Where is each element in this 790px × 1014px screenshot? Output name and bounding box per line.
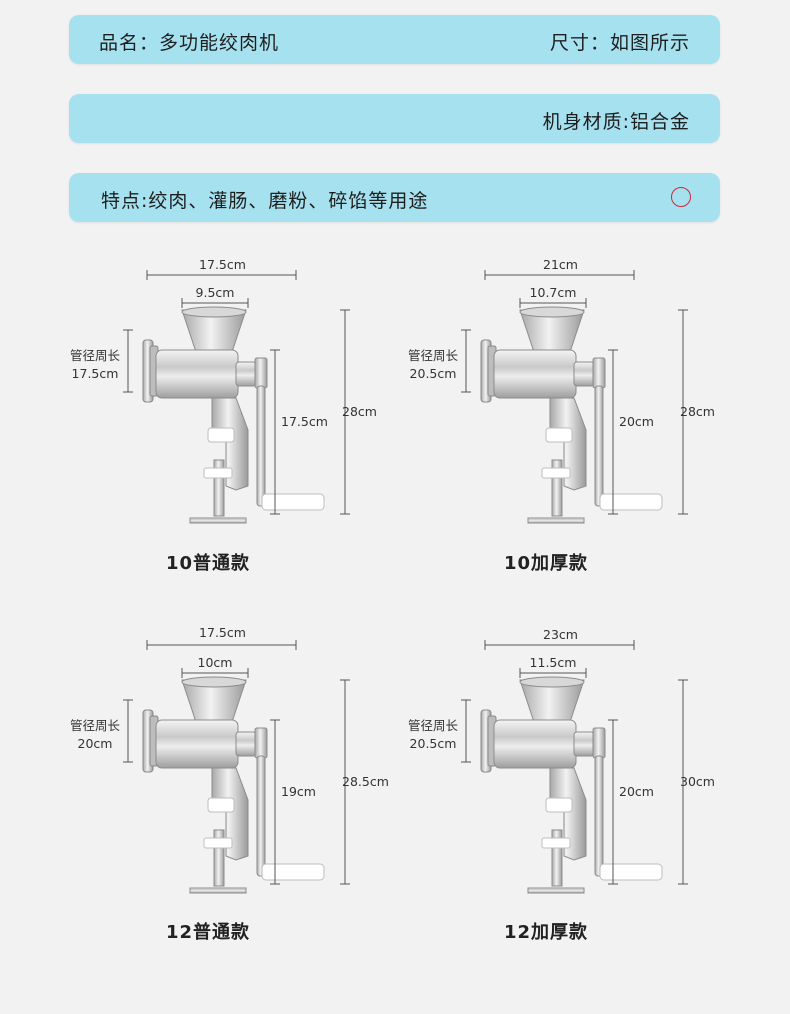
model-10-standard: 17.5cm 9.5cm 管径周长 17.5cm 17.5cm 28cm 10普…	[0, 250, 377, 574]
material-bar: 机身材质:铝合金	[69, 94, 720, 143]
total-width-label: 21cm	[543, 257, 578, 272]
tube-label: 管径周长	[407, 348, 458, 363]
total-width-label: 23cm	[543, 627, 578, 642]
model-caption: 12加厚款	[504, 922, 589, 943]
total-height-label: 28.5cm	[342, 774, 389, 789]
handle-height-label: 20cm	[619, 784, 654, 799]
grinder-illustration	[461, 640, 688, 894]
hopper-width-label: 11.5cm	[529, 655, 577, 670]
model-10-thick: 21cm 10.7cm 管径周长 20.5cm 20cm 28cm 10加厚款	[338, 250, 715, 574]
total-width-label: 17.5cm	[199, 625, 246, 640]
tube-value: 20cm	[77, 736, 113, 751]
hopper-width-label: 9.5cm	[195, 285, 235, 300]
model-12-standard: 17.5cm 10cm 管径周长 20cm 19cm 28.5cm 12普通款	[0, 620, 389, 943]
red-circle-icon	[671, 187, 691, 207]
hopper-width-label: 10.7cm	[529, 285, 577, 300]
features-bar: 特点:绞肉、灌肠、磨粉、碎馅等用途	[69, 173, 720, 222]
grinder-illustration	[123, 640, 350, 894]
grinder-illustration	[461, 270, 688, 524]
handle-height-label: 19cm	[281, 784, 316, 799]
tube-value: 20.5cm	[409, 366, 457, 381]
hopper-width-label: 10cm	[197, 655, 233, 670]
product-name-label: 品名：多功能绞肉机	[99, 32, 280, 54]
tube-label: 管径周长	[69, 718, 120, 733]
handle-height-label: 20cm	[619, 414, 654, 429]
model-caption: 10加厚款	[504, 553, 589, 574]
tube-label: 管径周长	[407, 718, 458, 733]
material-label: 机身材质:铝合金	[542, 111, 690, 133]
product-name-bar: 品名：多功能绞肉机 尺寸：如图所示	[69, 15, 720, 64]
model-12-thick: 23cm 11.5cm 管径周长 20.5cm 20cm 30cm 12加厚款	[338, 620, 715, 943]
size-label: 尺寸：如图所示	[549, 32, 690, 54]
total-height-label: 28cm	[342, 404, 377, 419]
tube-label: 管径周长	[69, 348, 120, 363]
model-caption: 10普通款	[166, 553, 251, 574]
grinder-illustration	[123, 270, 350, 524]
total-height-label: 28cm	[680, 404, 715, 419]
features-label: 特点:绞肉、灌肠、磨粉、碎馅等用途	[101, 190, 429, 212]
model-caption: 12普通款	[166, 922, 251, 943]
total-height-label: 30cm	[680, 774, 715, 789]
handle-height-label: 17.5cm	[281, 414, 328, 429]
tube-value: 17.5cm	[71, 366, 119, 381]
total-width-label: 17.5cm	[199, 257, 246, 272]
tube-value: 20.5cm	[409, 736, 457, 751]
